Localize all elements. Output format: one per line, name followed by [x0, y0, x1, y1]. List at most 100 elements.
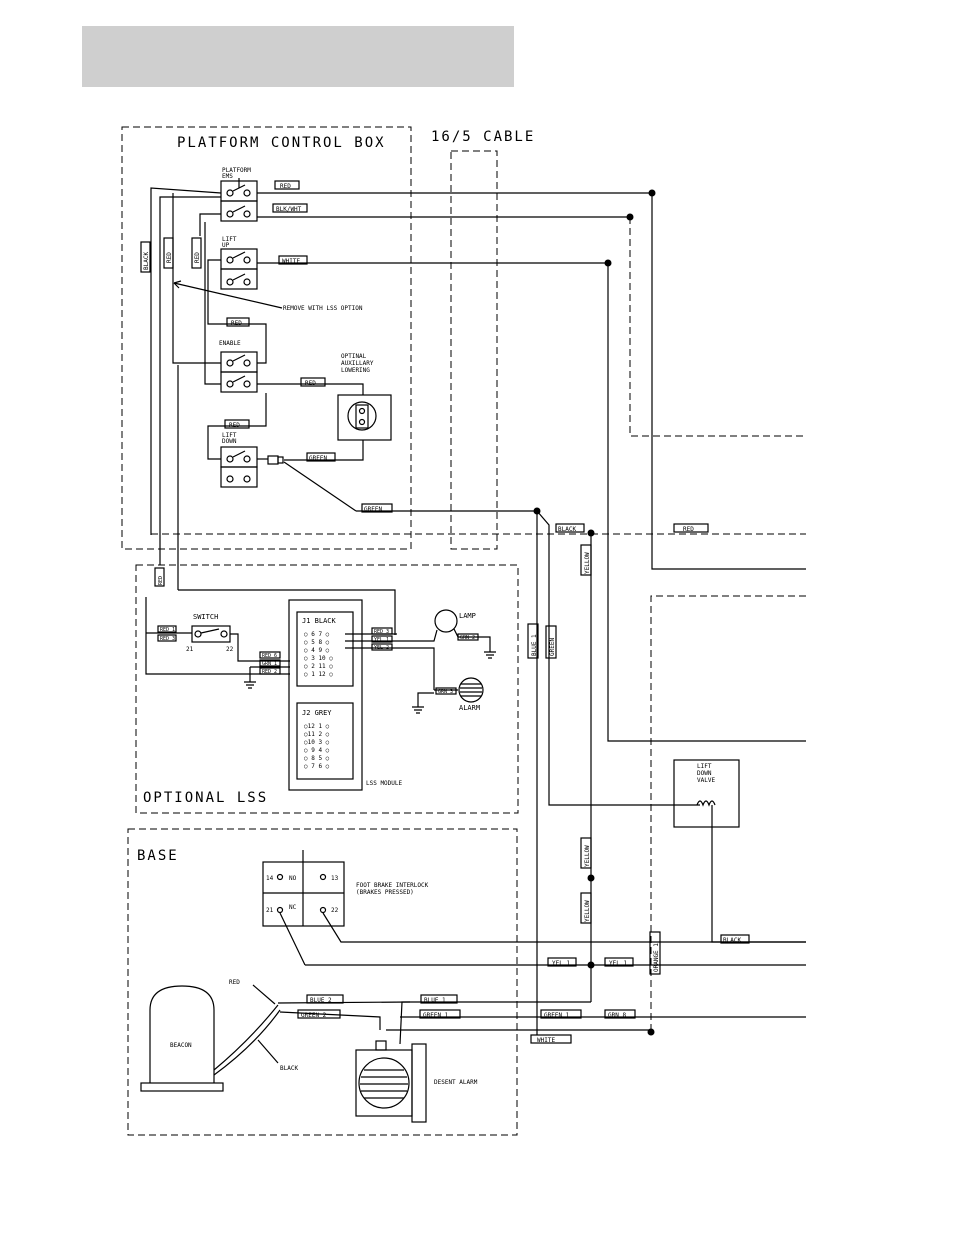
wire-tag-black-main: BLACK	[555, 523, 585, 533]
svg-text:J1 BLACK: J1 BLACK	[302, 617, 337, 625]
wire-tag-red1: RED 1	[157, 625, 177, 633]
svg-text:ALARM: ALARM	[459, 704, 480, 712]
wire-tag-white-base: WHITE	[530, 1034, 572, 1044]
switch-lift-up: LIFT UP	[220, 236, 258, 290]
wire-tag-green-2: GREEN	[361, 503, 393, 513]
svg-text:DESENT ALARM: DESENT ALARM	[434, 1079, 478, 1086]
wire-tag-green-vertical: GREEN	[545, 625, 557, 659]
wire-tag-red3-lss: RED 3	[157, 634, 177, 642]
svg-text:YELLOW: YELLOW	[584, 900, 591, 922]
alarm: ALARM	[458, 677, 484, 712]
svg-text:LSS MODULE: LSS MODULE	[366, 780, 403, 787]
svg-text:GRN 3: GRN 3	[438, 689, 453, 695]
svg-text:BLK/WHT: BLK/WHT	[276, 206, 302, 213]
junction-white	[604, 259, 612, 267]
wire-tag-blkwht: BLK/WHT	[272, 203, 308, 213]
svg-text:RED: RED	[194, 252, 201, 263]
svg-text:GREEN: GREEN	[364, 506, 382, 513]
switch-lift-down: LIFT DOWN	[220, 432, 258, 488]
wire-tag-blue1-vertical: BLUE 1	[527, 623, 539, 659]
svg-text:J2 GREY: J2 GREY	[302, 709, 332, 717]
optional-lss-title: OPTIONAL LSS	[143, 790, 268, 806]
wire-tag-black-valve: BLACK	[720, 934, 750, 944]
wire-tag-red-1: RED	[226, 317, 250, 327]
svg-text:ENABLE: ENABLE	[219, 340, 241, 347]
svg-text:○ 2 11 ○: ○ 2 11 ○	[304, 663, 333, 670]
svg-text:FOOT BRAKE INTERLOCK: FOOT BRAKE INTERLOCK	[356, 882, 429, 889]
svg-text:LAMP: LAMP	[459, 612, 476, 620]
wire-tag-grn-alarm: GRN 3	[435, 687, 457, 695]
svg-text:13: 13	[331, 875, 339, 882]
svg-text:RED 1: RED 1	[160, 627, 175, 633]
svg-text:BLACK: BLACK	[558, 526, 576, 533]
optional-lss-outline	[135, 564, 519, 814]
svg-text:LIFT: LIFT	[222, 432, 237, 439]
svg-text:GREEN 2: GREEN 2	[301, 1012, 327, 1019]
svg-text:(BRAKES PRESSED): (BRAKES PRESSED)	[356, 889, 414, 896]
wire-tag-red-vertical-3: RED	[154, 567, 165, 587]
svg-text:BLUE 1: BLUE 1	[424, 997, 446, 1004]
wire-tag-blue2: BLUE 2	[306, 994, 344, 1004]
svg-text:YEL 1: YEL 1	[374, 637, 389, 643]
svg-text:DOWN: DOWN	[222, 438, 237, 445]
svg-text:GRN 8: GRN 8	[608, 1012, 626, 1019]
svg-text:22: 22	[226, 646, 234, 653]
lamp: LAMP	[434, 609, 476, 633]
svg-text:○ 6 7 ○: ○ 6 7 ○	[304, 631, 330, 638]
svg-text:VALVE: VALVE	[697, 777, 715, 784]
wire-tag-red-ems: RED	[274, 180, 300, 190]
svg-text:WHITE: WHITE	[537, 1037, 555, 1044]
junction-yellow-mid	[587, 874, 595, 882]
wire-tag-yellow-vertical-1: YELLOW	[580, 544, 592, 576]
wire-tag-orange1-vertical: ORANGE 1	[649, 931, 661, 975]
wire-tag-red2: RED 2	[259, 667, 281, 675]
svg-text:YELLOW: YELLOW	[584, 845, 591, 867]
svg-text:○11 2 ○: ○11 2 ○	[304, 731, 330, 738]
svg-text:YEL 1: YEL 1	[609, 960, 627, 967]
cable-outline	[450, 150, 498, 550]
wire-tag-grn1: GRN 1	[259, 659, 281, 667]
right-dashed-box	[650, 595, 806, 1035]
svg-text:○ 9 4 ○: ○ 9 4 ○	[304, 747, 330, 754]
switch-enable: ENABLE	[219, 340, 258, 393]
svg-text:WHITE: WHITE	[282, 258, 300, 265]
wire-tag-grn8: GRN 8	[604, 1009, 636, 1019]
svg-text:GRN 2: GRN 2	[460, 635, 475, 641]
cable-title: 16/5 CABLE	[431, 129, 535, 145]
wire-tag-blue1: BLUE 1	[420, 994, 458, 1004]
lss-module: J1 BLACK J2 GREY LSS MODULE ○ 6 7 ○ ○ 5 …	[288, 599, 403, 791]
junction-blkwht	[626, 213, 634, 221]
wire-tag-red-vertical-1: RED	[163, 237, 174, 269]
svg-text:AUXILLARY: AUXILLARY	[341, 360, 374, 367]
svg-text:BLACK: BLACK	[143, 252, 150, 270]
svg-text:○ 7 6 ○: ○ 7 6 ○	[304, 763, 330, 770]
wire-tag-grn-lamp: GRN 2	[457, 633, 479, 641]
svg-text:SWITCH: SWITCH	[193, 613, 218, 621]
header-bar	[82, 26, 514, 87]
lift-down-valve: LIFT DOWN VALVE	[673, 759, 740, 828]
svg-text:NO: NO	[289, 875, 297, 882]
svg-text:○ 5 8 ○: ○ 5 8 ○	[304, 639, 330, 646]
svg-text:BEACON: BEACON	[170, 1042, 192, 1049]
svg-text:21: 21	[266, 907, 274, 914]
wire-tag-green2: GREEN 2	[297, 1009, 341, 1019]
svg-text:RED: RED	[229, 422, 240, 429]
svg-text:RED: RED	[158, 576, 164, 585]
svg-text:LOWERING: LOWERING	[341, 367, 370, 374]
svg-text:GREEN: GREEN	[309, 455, 327, 462]
wire-tag-red3-j1: RED 3	[371, 627, 393, 635]
junction-red	[648, 189, 656, 197]
wire-tag-yel1-a: YEL 1	[547, 957, 577, 967]
svg-text:BLACK: BLACK	[723, 937, 741, 944]
junction-orange	[647, 1028, 655, 1036]
svg-text:22: 22	[331, 907, 339, 914]
wire-tag-black-vertical: BLACK	[140, 241, 151, 273]
svg-text:DOWN: DOWN	[697, 770, 712, 777]
svg-text:○12 1 ○: ○12 1 ○	[304, 723, 330, 730]
wire-tag-white: WHITE	[278, 255, 308, 265]
svg-text:BLUE 2: BLUE 2	[310, 997, 332, 1004]
base-outline	[127, 828, 518, 1136]
wire-tag-green-1: GREEN	[306, 452, 336, 462]
svg-text:○10 3 ○: ○10 3 ○	[304, 739, 330, 746]
svg-text:LIFT: LIFT	[222, 236, 237, 243]
